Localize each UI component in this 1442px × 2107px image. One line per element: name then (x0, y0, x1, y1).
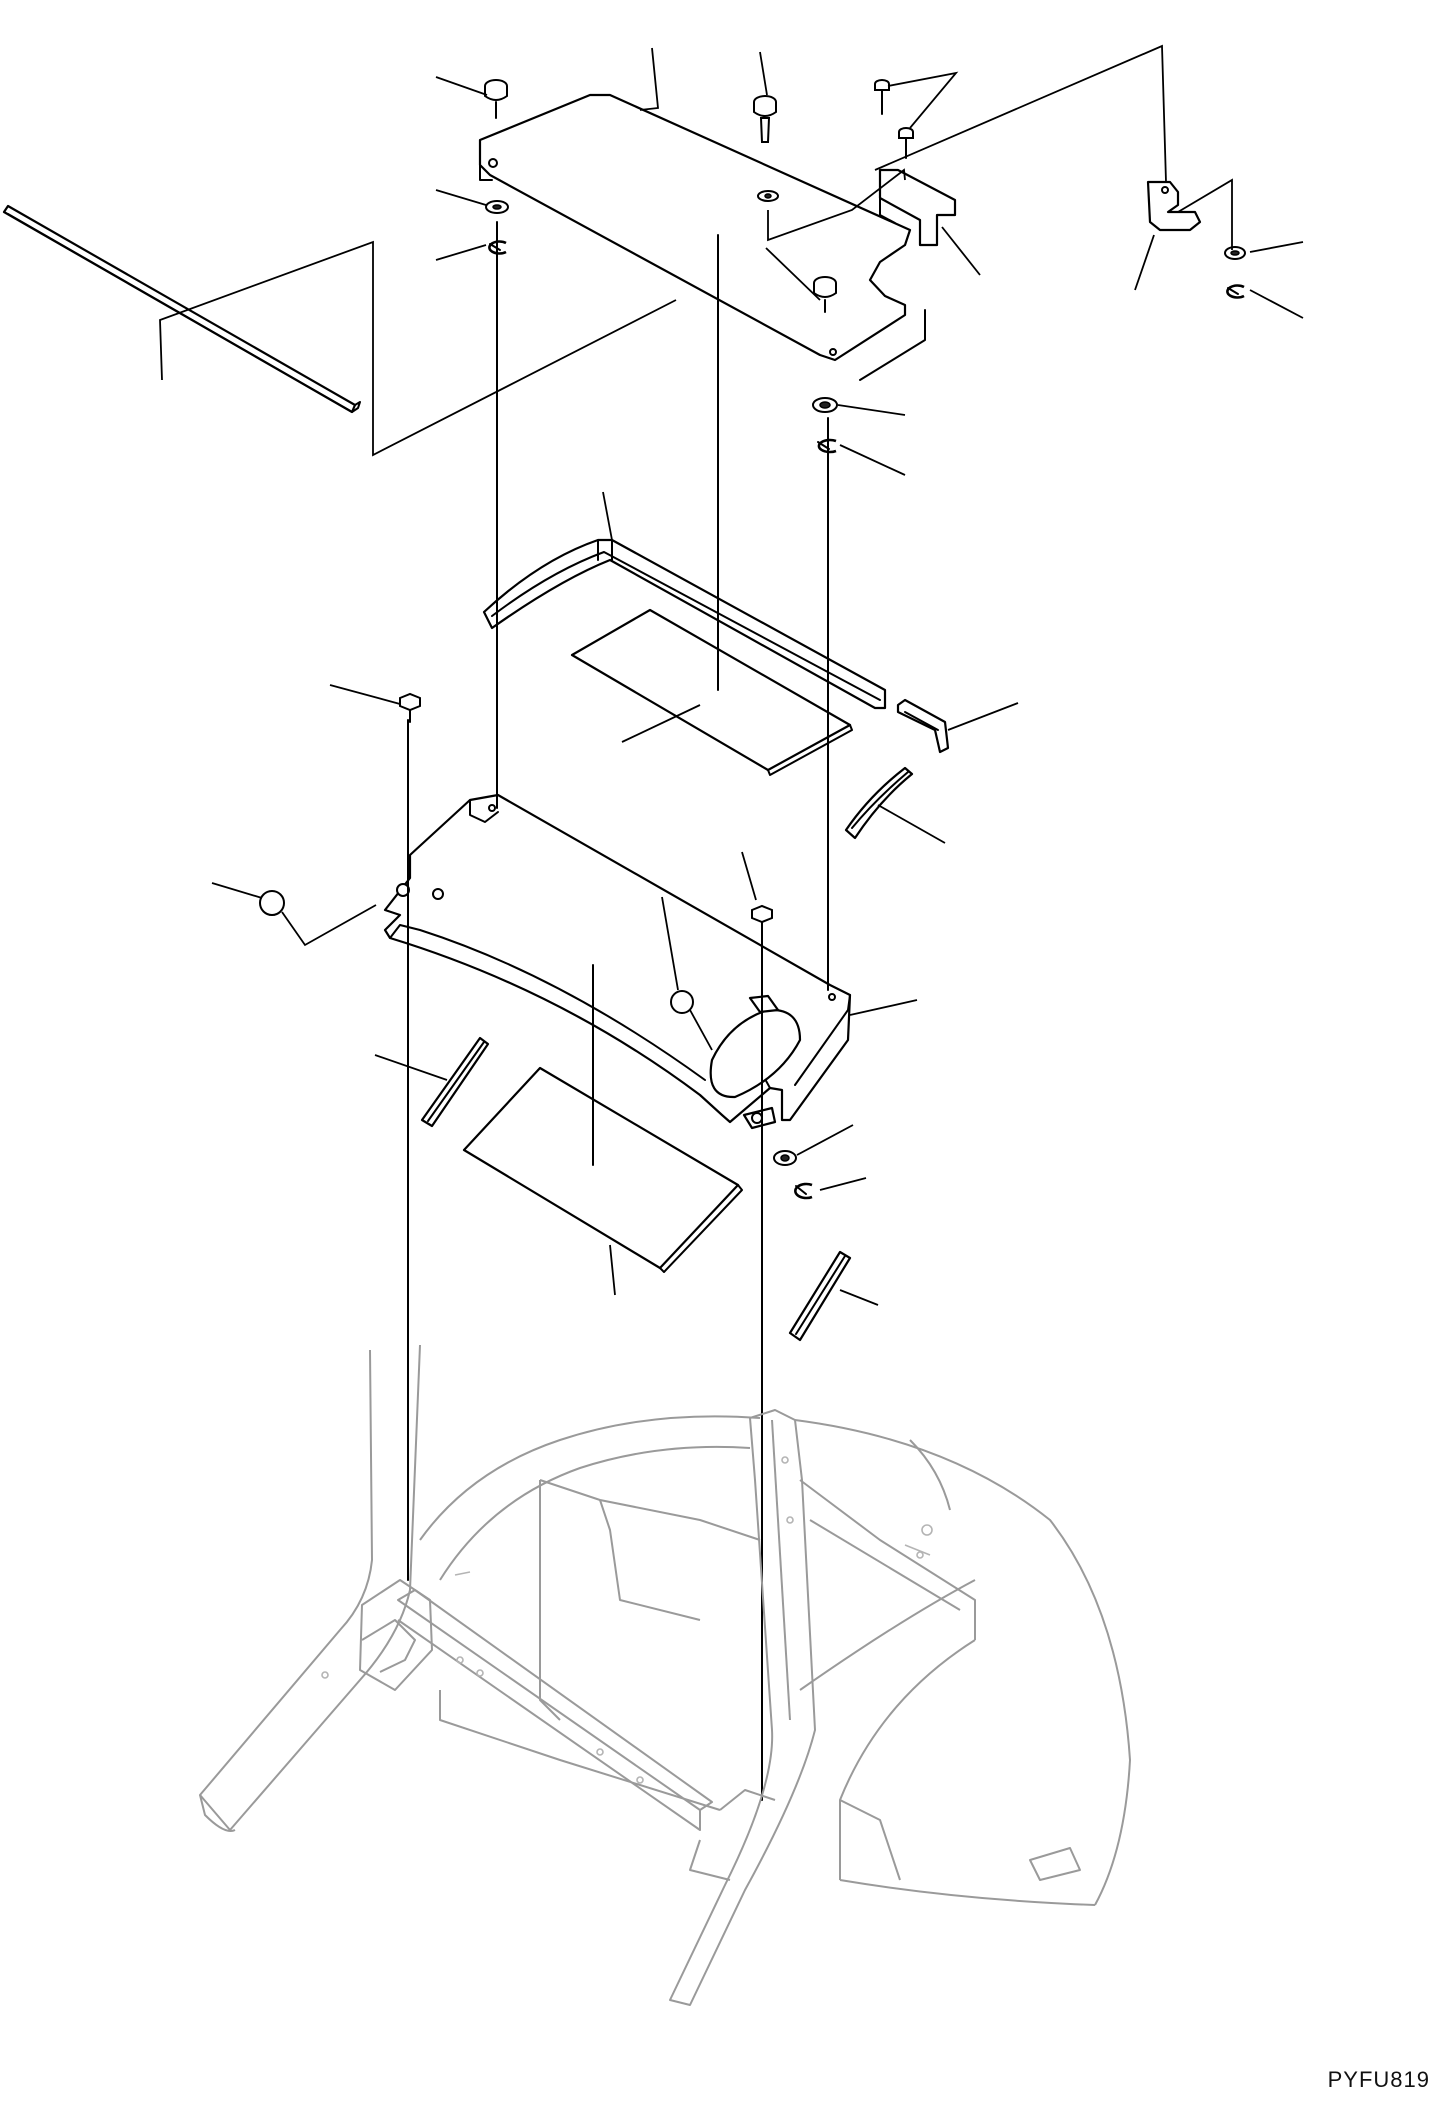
assembly-lines (407, 221, 829, 1801)
rubber-strip (420, 1036, 490, 1128)
washer (812, 397, 838, 413)
plug-button (259, 890, 285, 916)
knob-bolt (484, 79, 508, 119)
floor-mat-lower (462, 1066, 743, 1273)
knob-bolt (753, 95, 777, 143)
mounting-bracket (878, 168, 957, 247)
floor-mat-upper (570, 608, 853, 776)
hex-screw (751, 904, 773, 937)
washer (1224, 246, 1246, 260)
e-clip (794, 1182, 813, 1200)
upper-roof-plate (478, 93, 926, 381)
curved-seal-strip (482, 538, 887, 710)
seal-strip-end (896, 698, 950, 754)
washer (757, 190, 779, 202)
e-clip (1226, 284, 1245, 299)
drawing-code: PYFU819 (1327, 2067, 1430, 2092)
e-clip (488, 240, 507, 255)
cab-frame (199, 1344, 1131, 2006)
washer (485, 200, 509, 214)
small-screw (874, 79, 890, 115)
dome-light-cover (709, 994, 802, 1130)
trim-strip (2, 204, 361, 414)
curved-seal-strip-small (844, 766, 914, 840)
small-screw (898, 127, 914, 159)
washer (773, 1150, 797, 1166)
hex-screw (399, 692, 421, 723)
hook-clip (1146, 180, 1202, 232)
leader-lines (159, 44, 1304, 1306)
rubber-strip (788, 1250, 852, 1342)
plug-button (670, 990, 694, 1014)
